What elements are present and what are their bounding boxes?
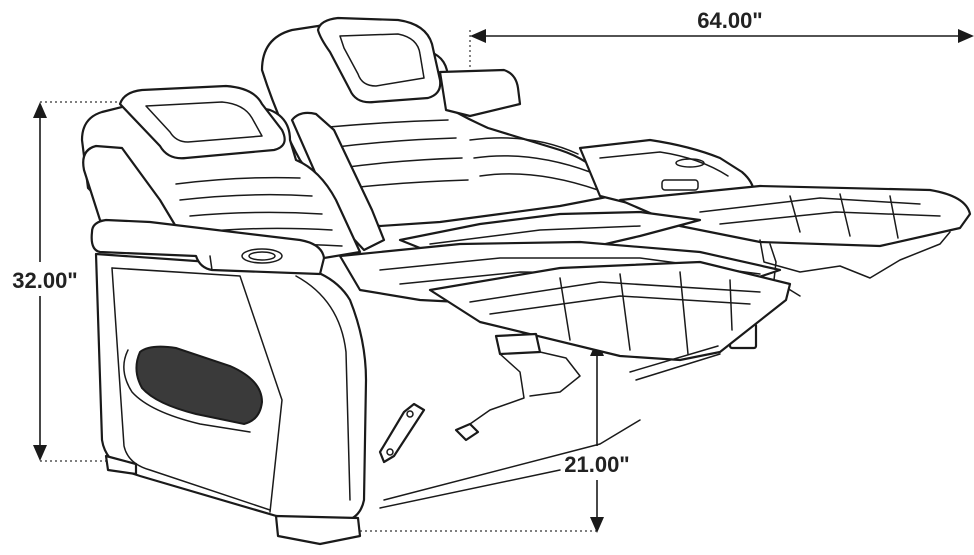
height-label: 32.00" bbox=[12, 268, 77, 293]
left-footrest bbox=[428, 260, 792, 362]
mechanism-link bbox=[378, 402, 426, 464]
seat-height-label: 21.00" bbox=[564, 452, 629, 477]
left-rear-foot bbox=[274, 514, 362, 546]
width-label: 64.00" bbox=[697, 8, 762, 33]
control-buttons bbox=[661, 179, 699, 191]
cup-holder-right bbox=[675, 158, 705, 168]
left-headrest bbox=[118, 84, 286, 160]
arm-grip-pocket bbox=[135, 345, 264, 426]
loveseat-drawing bbox=[80, 16, 972, 546]
height-dimension: 32.00" bbox=[2, 101, 125, 462]
cup-holder-left bbox=[241, 248, 283, 264]
width-dimension: 64.00" bbox=[469, 8, 974, 68]
left-front-foot bbox=[104, 454, 138, 476]
